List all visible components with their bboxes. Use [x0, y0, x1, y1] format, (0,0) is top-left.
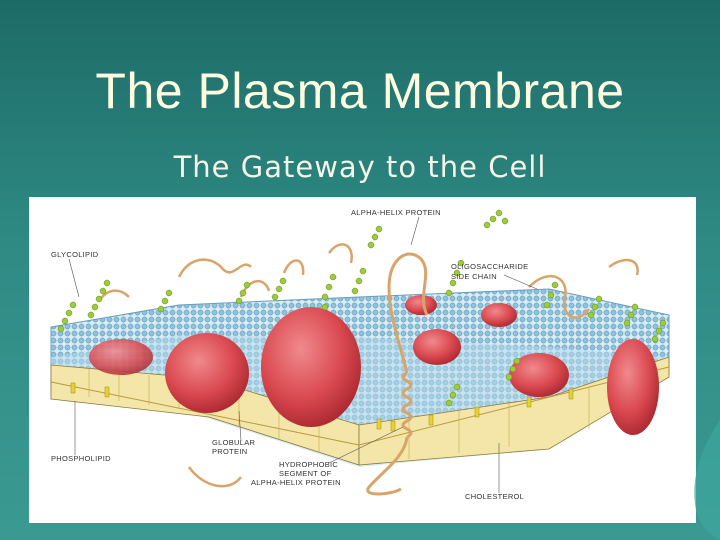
label-hydrophobic-2: SEGMENT OF: [279, 469, 332, 478]
decorative-wave: [694, 420, 720, 540]
alpha-helix: [366, 252, 429, 496]
label-alpha-helix-protein: ALPHA-HELIX PROTEIN: [351, 208, 441, 217]
label-hydrophobic-1: HYDROPHOBIC: [279, 460, 338, 469]
slide-subtitle: The Gateway to the Cell: [173, 150, 547, 184]
helix-strands: [97, 243, 639, 488]
label-oligosaccharide-1: OLIGOSACCHARIDE: [451, 262, 528, 271]
label-globular-2: PROTEIN: [212, 447, 247, 456]
label-oligosaccharide-2: SIDE CHAIN: [451, 272, 497, 281]
label-phospholipid: PHOSPHOLIPID: [51, 454, 111, 463]
label-hydrophobic-3: ALPHA-HELIX PROTEIN: [251, 478, 341, 487]
label-globular-1: GLOBULAR: [212, 438, 256, 447]
cholesterol-molecules: [70, 382, 574, 432]
diagram-labels: ALPHA-HELIX PROTEIN GLYCOLIPID OLIGOSACC…: [51, 208, 538, 501]
label-cholesterol: CHOLESTEROL: [465, 492, 524, 501]
label-glycolipid: GLYCOLIPID: [51, 250, 99, 259]
oligosaccharide-chains: [57, 209, 667, 407]
membrane-illustration: ALPHA-HELIX PROTEIN GLYCOLIPID OLIGOSACC…: [50, 208, 670, 501]
membrane-diagram: ALPHA-HELIX PROTEIN GLYCOLIPID OLIGOSACC…: [29, 197, 696, 523]
globular-proteins: [89, 295, 659, 435]
slide-title: The Plasma Membrane: [95, 63, 625, 119]
